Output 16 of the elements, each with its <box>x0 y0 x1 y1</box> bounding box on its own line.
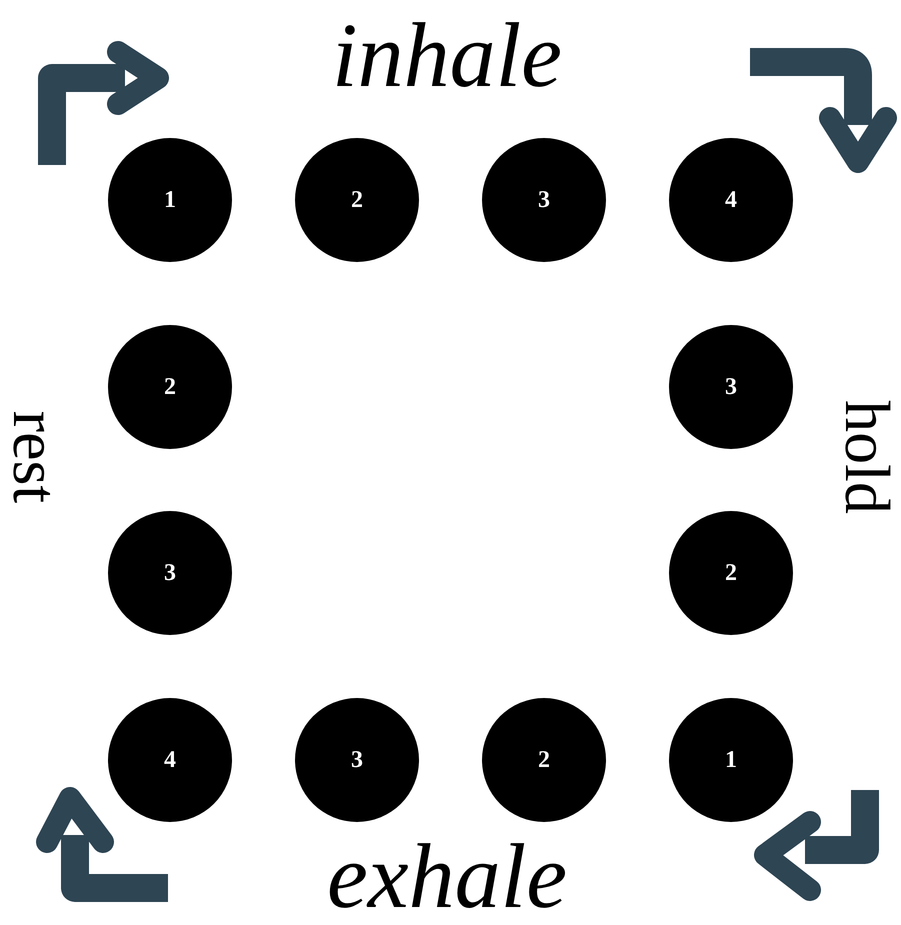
step-number: 3 <box>538 186 550 214</box>
step-number: 2 <box>164 374 176 400</box>
step-number: 3 <box>725 374 737 400</box>
step-number: 2 <box>351 186 363 214</box>
phase-label: exhale <box>326 830 568 922</box>
step-number: 4 <box>725 186 737 214</box>
step-number: 4 <box>164 746 176 774</box>
step-number: 1 <box>725 746 737 774</box>
phase-label: inhale <box>332 9 562 101</box>
step-number: 2 <box>538 746 550 774</box>
step-number: 1 <box>164 186 176 214</box>
step-number: 3 <box>164 560 176 586</box>
step-number: 3 <box>351 746 363 774</box>
step-number: 2 <box>725 560 737 586</box>
phase-label: rest <box>3 410 67 504</box>
phase-label: hold <box>835 400 899 514</box>
